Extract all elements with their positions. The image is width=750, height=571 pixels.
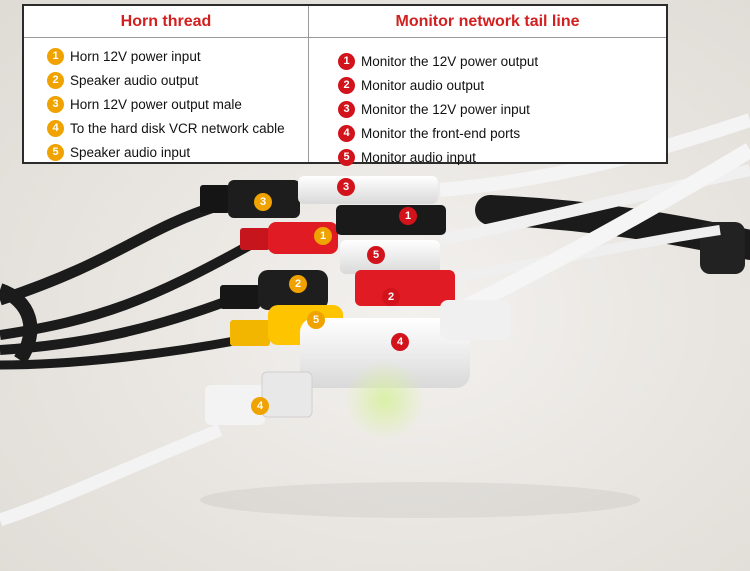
- photo-number-tag: 3: [337, 178, 355, 196]
- black-cable: [0, 199, 222, 306]
- white-rca: [340, 240, 440, 274]
- number-badge: 3: [47, 95, 64, 113]
- legend-item-text: Monitor audio output: [361, 77, 485, 93]
- black-cable: [0, 283, 38, 364]
- legend-item: 5 Monitor audio input: [338, 145, 666, 169]
- green-led-glow: [345, 360, 425, 440]
- photo-number-tag: 3: [254, 193, 272, 211]
- legend-item: 1 Monitor the 12V power output: [338, 49, 666, 73]
- white-cable: [439, 225, 721, 285]
- photo-number-tag: 1: [314, 227, 332, 245]
- legend-item: 5 Speaker audio input: [47, 140, 308, 164]
- number-badge: 2: [47, 71, 64, 89]
- photo-number-tag: 4: [391, 333, 409, 351]
- rj45-plug: [205, 371, 313, 425]
- white-dc-connector: [298, 176, 438, 204]
- legend-item-text: Monitor audio input: [361, 149, 476, 165]
- black-dc-connector: [200, 180, 300, 218]
- photo-number-tag: 2: [289, 275, 307, 293]
- legend-item: 1 Horn 12V power input: [47, 44, 308, 68]
- number-badge: 5: [47, 143, 64, 161]
- cable-shadow: [200, 482, 640, 518]
- number-badge: 3: [338, 100, 355, 118]
- number-badge: 5: [338, 148, 355, 166]
- photo-number-tag: 4: [251, 397, 269, 415]
- legend-item-text: Speaker audio output: [70, 72, 199, 88]
- photo-number-tag: 2: [382, 288, 400, 306]
- legend-item-text: Monitor the 12V power input: [361, 101, 530, 117]
- legend-item: 4 Monitor the front-end ports: [338, 121, 666, 145]
- legend-item: 3 Horn 12V power output male: [47, 92, 308, 116]
- black-rca-right: [336, 205, 446, 235]
- black-cable: [0, 335, 241, 370]
- legend-item-text: Monitor the front-end ports: [361, 125, 521, 141]
- number-badge: 1: [338, 52, 355, 70]
- number-badge: 4: [47, 119, 64, 137]
- legend-item: 4 To the hard disk VCR network cable: [47, 116, 308, 140]
- legend-item-text: To the hard disk VCR network cable: [70, 120, 285, 136]
- red-rca-right: [355, 270, 455, 306]
- legend-item: 2 Speaker audio output: [47, 68, 308, 92]
- legend-item-text: Horn 12V power input: [70, 48, 201, 64]
- column-title: Horn thread: [24, 6, 308, 38]
- number-badge: 4: [338, 124, 355, 142]
- legend-item: 2 Monitor audio output: [338, 73, 666, 97]
- legend-item: 3 Monitor the 12V power input: [338, 97, 666, 121]
- legend-item-text: Monitor the 12V power output: [361, 53, 539, 69]
- column-title: Monitor network tail line: [309, 6, 666, 38]
- legend-list: 1 Horn 12V power input 2 Speaker audio outp…: [24, 38, 308, 164]
- photo-number-tag: 5: [367, 246, 385, 264]
- number-badge: 2: [338, 76, 355, 94]
- white-cable-lower: [0, 423, 223, 527]
- number-badge: 1: [47, 47, 64, 65]
- white-cable: [456, 143, 750, 318]
- photo-number-tag: 5: [307, 311, 325, 329]
- legend-item-text: Horn 12V power output male: [70, 96, 242, 112]
- rj45-socket: [300, 300, 510, 388]
- photo-number-tag: 1: [399, 207, 417, 225]
- legend-item-text: Speaker audio input: [70, 144, 191, 160]
